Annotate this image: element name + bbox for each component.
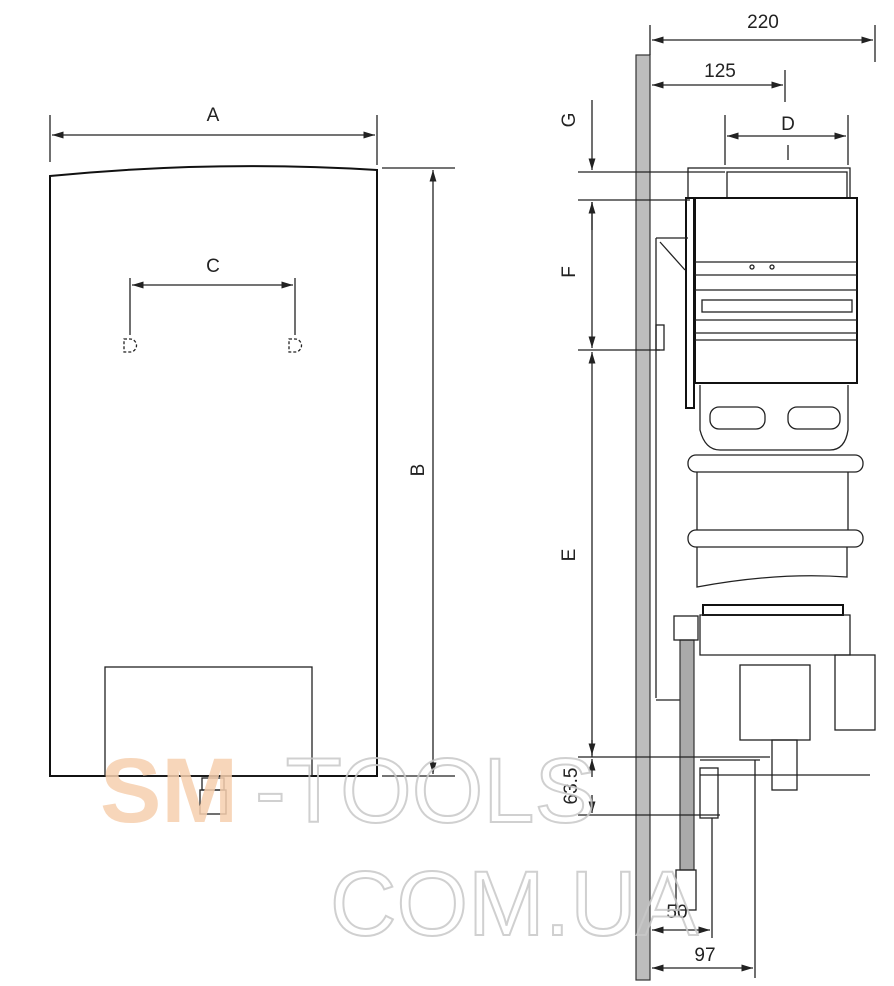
flexible-hose bbox=[673, 615, 699, 911]
bottom-connector bbox=[199, 777, 227, 815]
front-view: A B C bbox=[49, 105, 455, 815]
dimension-97: 97 bbox=[652, 760, 756, 978]
appliance-front-outline bbox=[49, 165, 378, 777]
dimension-e: E bbox=[559, 352, 596, 755]
mounting-hole-left bbox=[123, 338, 138, 353]
dimension-97-label: 97 bbox=[694, 945, 715, 966]
dimension-c: C bbox=[123, 256, 303, 353]
dimension-a-label: A bbox=[207, 105, 220, 126]
dimension-220: 220 bbox=[649, 12, 876, 62]
dimension-e-label: E bbox=[559, 549, 580, 562]
dimension-50: 50 bbox=[652, 818, 713, 938]
dimension-f-label: F bbox=[559, 266, 580, 278]
dimension-g-label: G bbox=[559, 113, 580, 128]
dimension-c-label: C bbox=[206, 256, 220, 277]
watermark-tools: -TOOLS bbox=[255, 740, 596, 842]
dimension-d-label: D bbox=[781, 114, 795, 135]
dimension-a: A bbox=[49, 105, 378, 165]
dimension-f: F bbox=[559, 202, 596, 348]
dimension-50-label: 50 bbox=[666, 902, 687, 923]
dimension-63-5: 63.5 bbox=[561, 740, 596, 813]
watermark-sm: SM bbox=[100, 740, 238, 842]
appliance-side bbox=[655, 167, 876, 819]
dimension-b: B bbox=[382, 167, 455, 777]
watermark: SM -TOOLS COM.UA bbox=[100, 739, 700, 956]
side-view: 220 125 D G F bbox=[559, 12, 876, 981]
dimension-b-label: B bbox=[408, 464, 429, 477]
dimension-63-5-label: 63.5 bbox=[561, 768, 582, 805]
dimension-d: D bbox=[724, 114, 849, 165]
wall bbox=[635, 54, 651, 981]
dimension-220-label: 220 bbox=[747, 12, 779, 33]
watermark-com-ua: COM.UA bbox=[330, 853, 699, 955]
control-panel bbox=[104, 666, 313, 777]
mounting-hole-right bbox=[288, 338, 303, 353]
dimension-125-label: 125 bbox=[704, 61, 736, 82]
dimension-g: G bbox=[559, 100, 596, 230]
dimension-125: 125 bbox=[652, 61, 786, 102]
